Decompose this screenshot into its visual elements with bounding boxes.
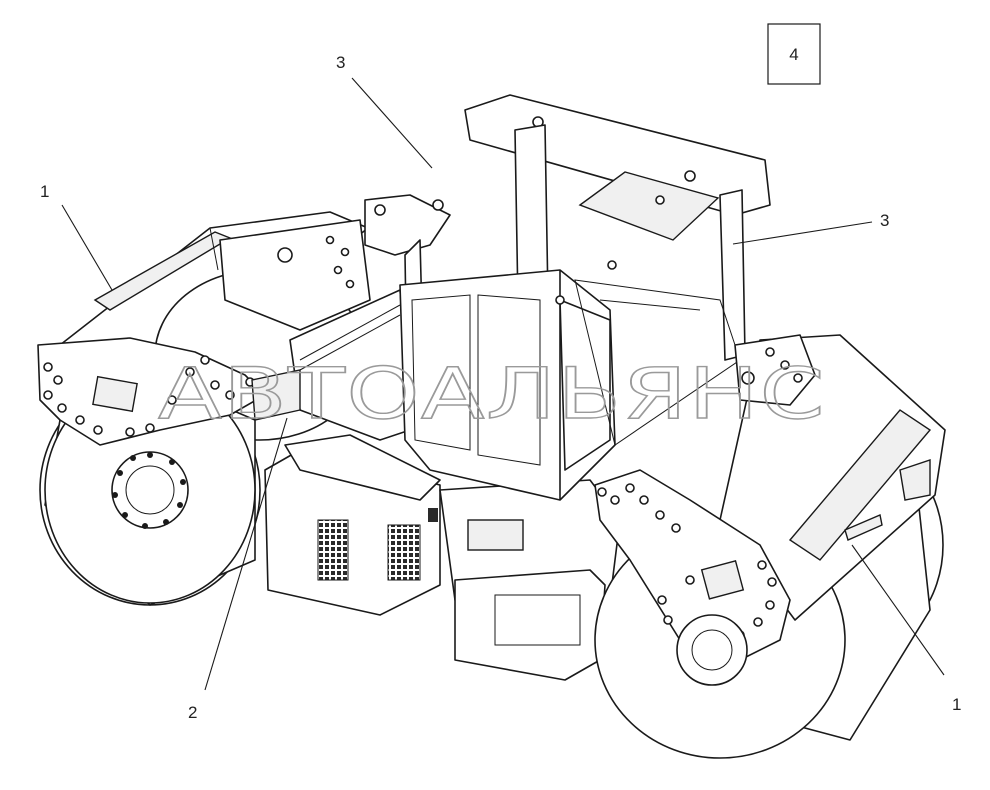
view-number-box xyxy=(767,23,821,85)
callout-engine-decal: 2 xyxy=(188,703,197,722)
callout-cab-left: 3 xyxy=(336,53,345,72)
callout-drum-front: 1 xyxy=(40,182,49,201)
callout-cab-right: 3 xyxy=(880,211,889,230)
rear-drum-assembly xyxy=(594,334,946,759)
engine-body xyxy=(251,289,621,681)
callout-leaders xyxy=(61,77,945,691)
cab-structure xyxy=(364,94,771,501)
callout-drum-rear: 1 xyxy=(952,695,961,714)
front-drum-assembly xyxy=(37,211,371,606)
watermark-text: АВТОАЛЬЯНС xyxy=(158,353,826,435)
view-number: 4 xyxy=(789,45,798,64)
